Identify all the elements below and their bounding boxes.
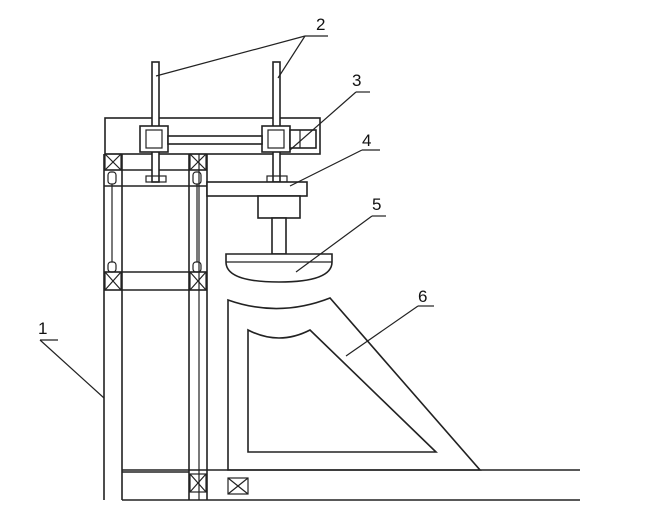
label-1: 1 [38,319,47,338]
label-6: 6 [418,287,427,306]
label-4: 4 [362,131,371,150]
support-frame [122,297,580,501]
leader-lines [39,35,434,399]
press-head [225,195,333,283]
drive-assembly [139,125,317,153]
label-2: 2 [316,15,325,34]
label-3: 3 [352,71,361,90]
screw-rods [145,61,288,183]
label-5: 5 [372,195,381,214]
slide-plate [206,181,308,197]
frame-column [103,117,321,500]
